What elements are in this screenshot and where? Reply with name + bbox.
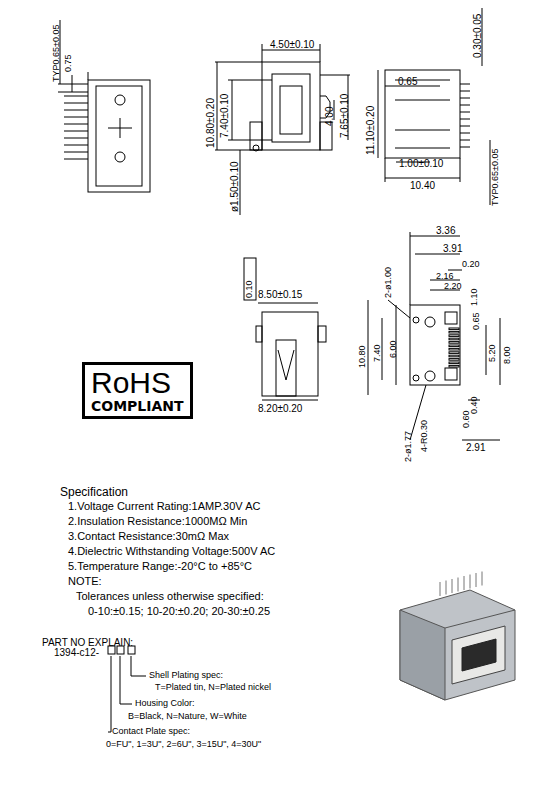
dimension-label: 0.75 (64, 54, 73, 72)
dimension-label: 4-R0.30 (420, 420, 429, 452)
dimension-label: 7.40±0.10 (220, 94, 230, 138)
dimension-label: 0.10 (245, 280, 254, 298)
dimension-label: 4.00 (325, 107, 335, 126)
dimension-label: 4.50±0.10 (270, 40, 314, 50)
dimension-label: TYP0.65±0.05 (52, 25, 61, 82)
spec-text: 0=FU", 1=3U", 2=6U", 3=15U", 4=30U" (106, 740, 261, 749)
spec-text: T=Plated tin, N=Plated nickel (155, 683, 271, 692)
dimension-label: 7.65±0.10 (340, 94, 350, 138)
dimension-label: 0.65 (472, 312, 481, 330)
spec-text: Shell Plating spec: (149, 671, 223, 680)
dimension-label: 6.00 (389, 340, 398, 358)
dimension-label: 2.20 (444, 282, 462, 291)
side-view (58, 20, 150, 192)
spec-text: 1.Voltage Current Rating:1AMP.30V AC (68, 501, 260, 512)
spec-text: 5.Temperature Range:-20°C to +85°C (68, 561, 252, 572)
dimension-label: 10.40 (410, 181, 435, 191)
dimension-label: 7.40 (373, 344, 382, 362)
dimension-label: 2-ø1.00 (384, 267, 393, 298)
rohs-mark: RoHS (91, 367, 184, 399)
dimension-label: 3.91 (443, 244, 462, 254)
top-view (244, 258, 326, 400)
spec-text: 3.Contact Resistance:30mΩ Max (68, 531, 229, 542)
spec-text: 4.Dielectric Withstanding Voltage:500V A… (68, 546, 275, 557)
dimension-label: ø1.50±0.10 (230, 161, 240, 212)
dimension-label: 10.80 (358, 345, 367, 368)
dimension-label: 0.40 (470, 396, 479, 414)
spec-text: 1394-c12- (54, 648, 99, 658)
spec-text: Housing Color: (135, 699, 195, 708)
dimension-label: 8.00 (503, 346, 512, 364)
rear-view (378, 8, 490, 205)
dimension-label: 5.20 (488, 344, 497, 362)
dimension-label: 10.80±0.20 (206, 98, 216, 148)
dimension-label: 1.10 (470, 288, 479, 306)
dimension-label: 0.20 (462, 260, 480, 269)
front-view (215, 44, 350, 215)
spec-text: NOTE: (68, 576, 102, 587)
spec-text: Tolerances unless otherwise specified: (76, 591, 264, 602)
dimension-label: 8.50±0.15 (258, 290, 302, 300)
spec-text: 0-10:±0.15; 10-20:±0.20; 20-30:±0.25 (88, 606, 270, 617)
spec-text: PART NO EXPLAIN: (42, 638, 133, 648)
spec-text: B=Black, N=Nature, W=White (128, 712, 247, 721)
spec-text: Contact Plate spec: (112, 727, 190, 736)
dimension-label: 0.60 (462, 410, 471, 428)
dimension-label: 2.91 (466, 443, 485, 453)
dimension-label: 11.10±0.20 (366, 106, 376, 155)
compliant-text: COMPLIANT (91, 399, 184, 414)
dimension-label: 8.20±0.20 (258, 404, 302, 414)
rohs-badge: RoHSCOMPLIANT (82, 362, 193, 419)
pcb-footprint (368, 232, 500, 440)
dimension-label: 3.36 (436, 226, 455, 236)
dimension-label: 2-ø1.77 (404, 431, 413, 462)
spec-text: Specification (60, 486, 128, 498)
dimension-label: 0.30±0.05 (473, 14, 483, 58)
dimension-label: 2.16 (436, 272, 454, 281)
spec-text: 2.Insulation Resistance:1000MΩ Min (68, 516, 247, 527)
connector-photo (400, 572, 515, 701)
dimension-label: 0.65 (398, 77, 417, 87)
dimension-label: TYP0.65±0.05 (491, 149, 500, 206)
dimension-label: 1.00±0.10 (399, 159, 443, 169)
